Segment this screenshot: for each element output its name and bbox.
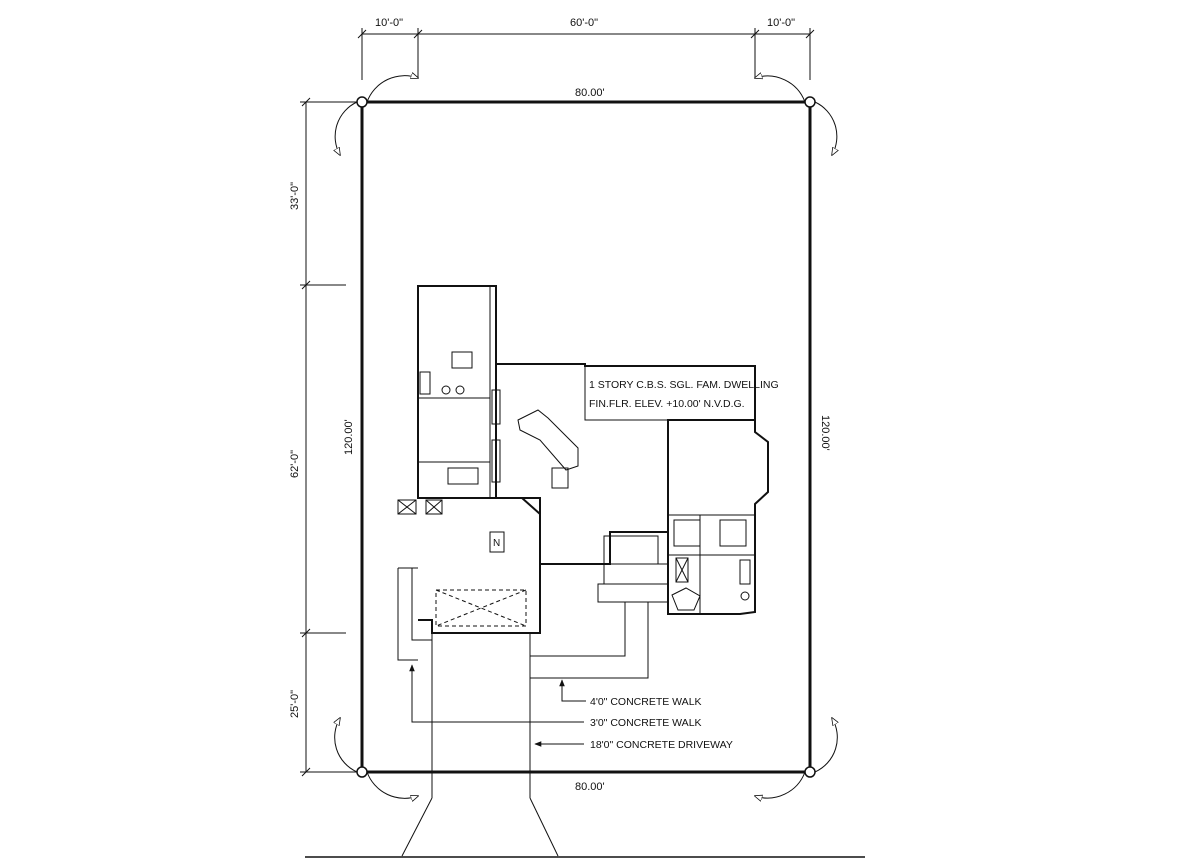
callout-4ft-walk: 4'0" CONCRETE WALK [590,696,702,708]
left-dimension-string: 33'-0" 62'-0" 25'-0" [289,97,362,777]
top-dimension-string: 10'-0" 60'-0" 10'-0" [357,17,815,80]
lot-dim-bottom: 80.00' [575,781,605,793]
top-dim-center: 60'-0" [570,17,598,29]
top-dim-right: 10'-0" [767,17,795,29]
lot-dim-left: 120.00' [343,419,355,455]
utility-box-a [397,499,417,515]
garage-door [435,589,527,627]
top-dim-left: 10'-0" [375,17,403,29]
callout-3ft-walk: 3'0" CONCRETE WALK [590,717,702,729]
lot-dim-top: 80.00' [575,87,605,99]
walkways [397,567,649,679]
house-footprint: N [397,285,769,634]
callout-driveway: 18'0" CONCRETE DRIVEWAY [590,739,733,751]
dwelling-note: 1 STORY C.B.S. SGL. FAM. DWELLING FIN.FL… [589,379,779,410]
dwelling-note-line2: FIN.FLR. ELEV. +10.00' N.V.D.G. [589,398,745,410]
main-living-block [496,363,756,565]
callouts: 4'0" CONCRETE WALK 3'0" CONCRETE WALK 18… [409,664,733,751]
kitchen-island [517,409,579,471]
corner-swing-arrows [335,76,838,799]
garage [418,497,541,634]
dwelling-note-line1: 1 STORY C.B.S. SGL. FAM. DWELLING [589,379,779,391]
right-wing [667,419,769,615]
driveway [305,633,865,858]
garage-north-mark: N [493,538,500,549]
lot-boundary: 80.00' 80.00' 120.00' 120.00' [343,87,831,793]
lot-corner-bottom-left [356,766,368,778]
lot-corner-top-left [356,96,368,108]
left-dim-middle: 62'-0" [289,450,301,478]
lot-dim-right: 120.00' [819,415,831,451]
left-dim-bottom: 25'-0" [289,690,301,718]
left-dim-top: 33'-0" [289,182,301,210]
lot-corner-bottom-right [804,766,816,778]
lot-corner-top-right [804,96,816,108]
utility-box-b [425,499,443,515]
